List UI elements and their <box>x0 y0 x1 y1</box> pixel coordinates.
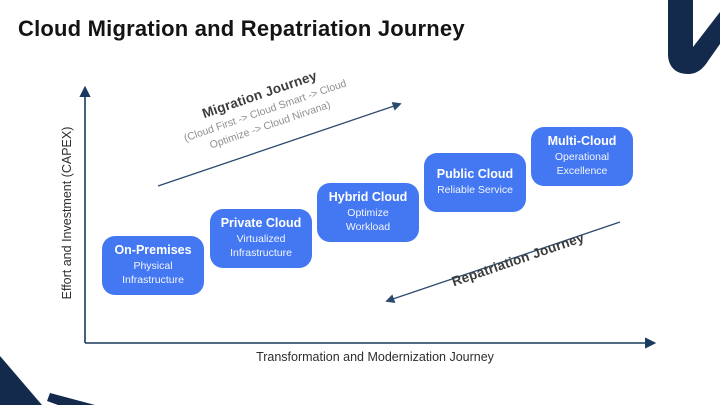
stage-box-hybrid-cloud: Hybrid Cloud Optimize Workload <box>317 183 419 242</box>
stage-box-multi-cloud: Multi-Cloud Operational Excellence <box>531 127 633 186</box>
stage-subtitle: Reliable Service <box>437 184 513 197</box>
page-title: Cloud Migration and Repatriation Journey <box>18 16 465 41</box>
brand-chevron-icon <box>668 0 720 74</box>
stage-box-on-premises: On-Premises Physical Infrastructure <box>102 236 204 295</box>
stage-subtitle: Optimize Workload <box>345 207 391 233</box>
stage-title: Private Cloud <box>220 216 302 231</box>
stage-subtitle: Physical Infrastructure <box>122 260 184 286</box>
stage-title: Public Cloud <box>436 167 514 182</box>
stage-subtitle: Virtualized Infrastructure <box>230 233 292 259</box>
stage-title: On-Premises <box>114 243 192 258</box>
stage-subtitle: Operational Excellence <box>554 151 610 177</box>
y-axis-label: Effort and Investment (CAPEX) <box>60 126 74 300</box>
x-axis-label: Transformation and Modernization Journey <box>256 350 494 364</box>
stage-title: Hybrid Cloud <box>328 190 408 205</box>
repatriation-arrow <box>385 221 621 303</box>
brand-chevron-icon <box>0 356 95 405</box>
stage-box-public-cloud: Public Cloud Reliable Service <box>424 153 526 212</box>
stage-box-private-cloud: Private Cloud Virtualized Infrastructure <box>210 209 312 268</box>
stage-title: Multi-Cloud <box>547 134 617 149</box>
migration-arrow <box>157 102 402 187</box>
